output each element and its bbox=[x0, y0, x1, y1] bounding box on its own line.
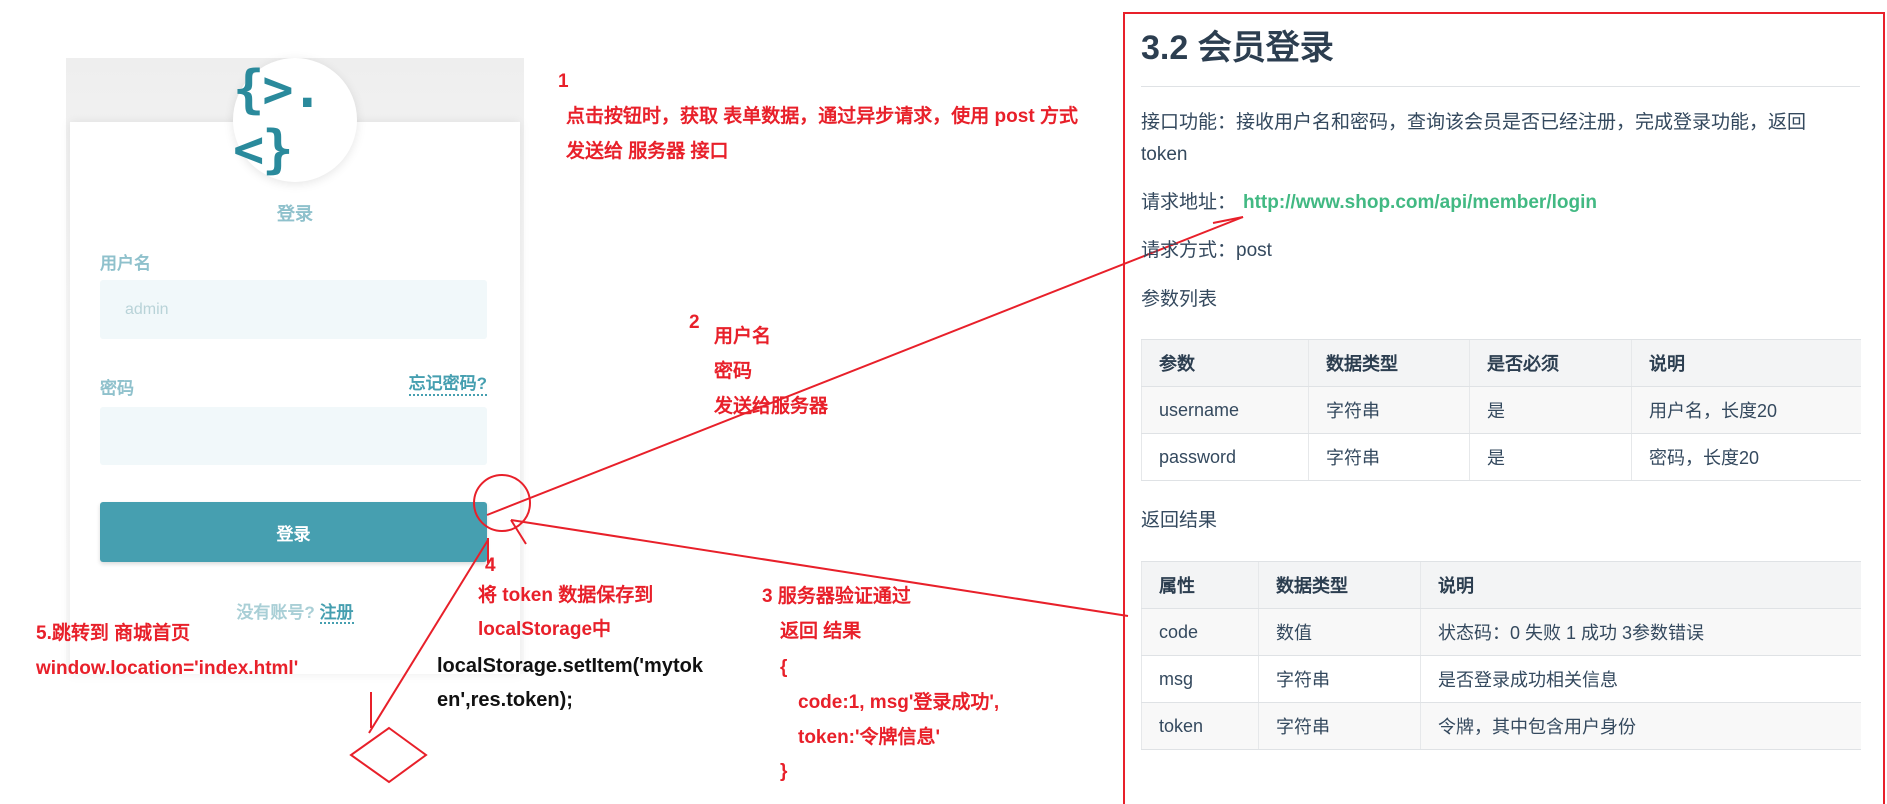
table-cell: 状态码：0 失败 1 成功 3参数错误 bbox=[1420, 608, 1861, 656]
doc-url-link[interactable]: http://www.shop.com/api/member/login bbox=[1243, 192, 1597, 213]
result-title: 返回结果 bbox=[1141, 510, 1218, 531]
table-cell: 令牌，其中包含用户身份 bbox=[1420, 702, 1861, 750]
step2-text-line1: 用户名 bbox=[714, 326, 772, 347]
step1-text-line2: 发送给 服务器 接口 bbox=[566, 141, 729, 162]
login-title: 登录 bbox=[277, 204, 313, 224]
register-row: 没有账号? 注册 bbox=[145, 601, 445, 625]
heading-divider bbox=[1141, 86, 1860, 87]
table-cell: 字符串 bbox=[1308, 433, 1470, 481]
password-label: 密码 bbox=[100, 379, 134, 398]
table-row: msg 字符串 是否登录成功相关信息 bbox=[1141, 655, 1861, 703]
table-cell: token bbox=[1141, 702, 1259, 750]
table-row: username 字符串 是 用户名，长度20 bbox=[1141, 386, 1861, 434]
username-label: 用户名 bbox=[100, 254, 151, 273]
table-cell: username bbox=[1141, 386, 1309, 434]
step2-text-line3: 发送给服务器 bbox=[714, 396, 829, 417]
no-account-text: 没有账号? bbox=[236, 603, 315, 622]
table-cell: 用户名，长度20 bbox=[1631, 386, 1861, 434]
step3-code-line3: token:'令牌信息' bbox=[798, 727, 941, 748]
params-table: 参数 数据类型 是否必须 说明 username 字符串 是 用户名，长度20 … bbox=[1141, 339, 1861, 481]
table-header-cell: 数据类型 bbox=[1258, 561, 1421, 609]
table-cell: 字符串 bbox=[1258, 655, 1421, 703]
table-header-row: 参数 数据类型 是否必须 说明 bbox=[1141, 339, 1861, 387]
table-cell: 字符串 bbox=[1258, 702, 1421, 750]
step1-text-line1: 点击按钮时，获取 表单数据，通过异步请求，使用 post 方式 bbox=[566, 106, 1078, 127]
step3-text-line2: 返回 结果 bbox=[780, 621, 862, 642]
step4-number: 4 bbox=[485, 555, 496, 576]
username-input[interactable] bbox=[100, 280, 487, 339]
doc-url-label: 请求地址： bbox=[1141, 192, 1237, 213]
doc-function-line2: token bbox=[1141, 144, 1188, 165]
logo-badge: {>.<} bbox=[233, 58, 357, 182]
login-button[interactable]: 登录 bbox=[100, 502, 487, 562]
step4-text-line2: localStorage中 bbox=[478, 619, 612, 640]
step2-number: 2 bbox=[689, 312, 700, 333]
table-header-cell: 说明 bbox=[1420, 561, 1861, 609]
step3-code-line4: } bbox=[780, 761, 788, 782]
step5-text-line2: window.location='index.html' bbox=[36, 658, 299, 679]
doc-function-line1: 接口功能：接收用户名和密码，查询该会员是否已经注册，完成登录功能，返回 bbox=[1141, 112, 1807, 133]
logo-text: {>.<} bbox=[233, 60, 323, 180]
register-link[interactable]: 注册 bbox=[319, 603, 354, 624]
table-header-cell: 属性 bbox=[1141, 561, 1259, 609]
table-cell: 是否登录成功相关信息 bbox=[1420, 655, 1861, 703]
table-cell: 字符串 bbox=[1308, 386, 1470, 434]
step1-number: 1 bbox=[558, 71, 569, 92]
password-input[interactable] bbox=[100, 407, 487, 465]
table-cell: 数值 bbox=[1258, 608, 1421, 656]
table-row: code 数值 状态码：0 失败 1 成功 3参数错误 bbox=[1141, 608, 1861, 656]
flow-diamond bbox=[349, 726, 428, 784]
step2-text-line2: 密码 bbox=[714, 361, 753, 382]
step4-code-line1: localStorage.setItem('mytok bbox=[437, 655, 703, 677]
step3-text-line1: 3 服务器验证通过 bbox=[762, 586, 911, 607]
table-cell: password bbox=[1141, 433, 1309, 481]
table-cell: msg bbox=[1141, 655, 1259, 703]
doc-heading: 3.2 会员登录 bbox=[1141, 29, 1334, 67]
table-cell: 是 bbox=[1469, 386, 1632, 434]
step5-text-line1: 5.跳转到 商城首页 bbox=[36, 623, 191, 644]
params-title: 参数列表 bbox=[1141, 289, 1218, 310]
table-header-cell: 是否必须 bbox=[1469, 339, 1632, 387]
table-header-cell: 参数 bbox=[1141, 339, 1309, 387]
table-cell: 密码，长度20 bbox=[1631, 433, 1861, 481]
table-cell: code bbox=[1141, 608, 1259, 656]
step4-code-line2: en',res.token); bbox=[437, 689, 573, 711]
table-header-row: 属性 数据类型 说明 bbox=[1141, 561, 1861, 609]
table-row: password 字符串 是 密码，长度20 bbox=[1141, 433, 1861, 481]
doc-method: 请求方式：post bbox=[1141, 240, 1272, 261]
table-header-cell: 说明 bbox=[1631, 339, 1861, 387]
result-table: 属性 数据类型 说明 code 数值 状态码：0 失败 1 成功 3参数错误 m… bbox=[1141, 561, 1861, 750]
api-doc-panel bbox=[1123, 12, 1885, 804]
forgot-password-link[interactable]: 忘记密码? bbox=[408, 374, 487, 396]
table-header-cell: 数据类型 bbox=[1308, 339, 1470, 387]
step3-code-line1: { bbox=[780, 657, 788, 678]
step3-code-line2: code:1, msg'登录成功', bbox=[798, 692, 1000, 713]
table-row: token 字符串 令牌，其中包含用户身份 bbox=[1141, 702, 1861, 750]
step4-text-line1: 将 token 数据保存到 bbox=[478, 585, 654, 606]
table-cell: 是 bbox=[1469, 433, 1632, 481]
